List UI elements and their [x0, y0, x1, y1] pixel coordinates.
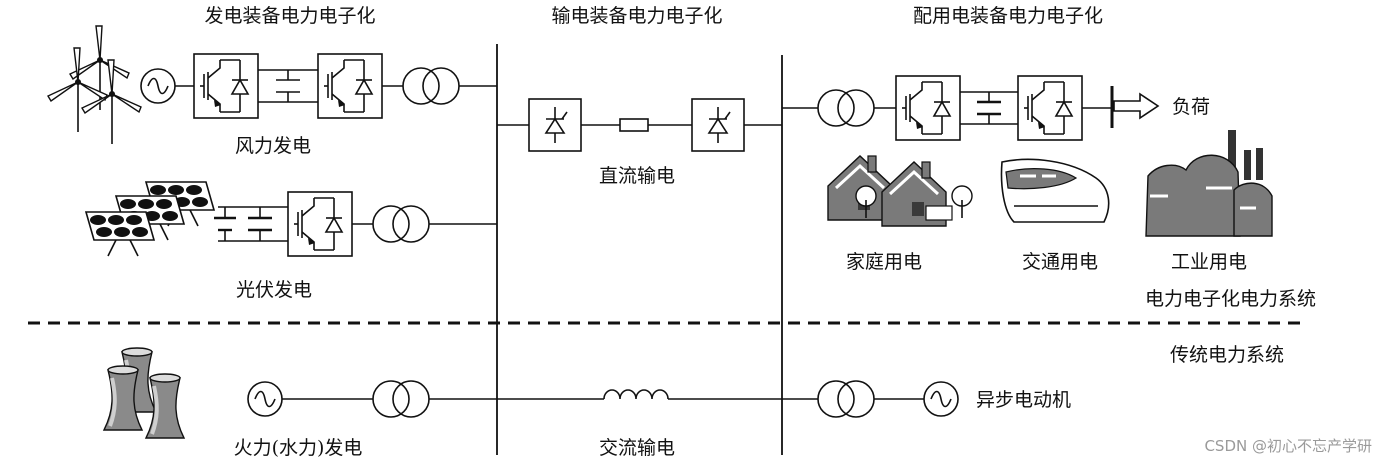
wind-transformer-icon: [402, 67, 460, 105]
label-pv: 光伏发电: [236, 279, 312, 301]
thermal-transformer-icon: [372, 380, 430, 418]
label-async-motor: 异步电动机: [976, 389, 1071, 411]
wind-rectifier-icon: [193, 53, 259, 119]
watermark: CSDN @初心不忘产学研: [1204, 437, 1372, 455]
ac-line-inductor-icon: [603, 389, 669, 400]
label-dc-transmission: 直流输电: [599, 165, 675, 187]
train-icon: [1000, 158, 1110, 223]
cooling-towers-icon: [102, 346, 186, 440]
label-ac-transmission: 交流输电: [599, 437, 675, 459]
motor-transformer-icon: [817, 380, 875, 418]
label-pe-system: 电力电子化电力系统: [1145, 288, 1316, 310]
dc-converter-right-icon: [691, 98, 745, 152]
label-household: 家庭用电: [846, 251, 922, 273]
dc-converter-left-icon: [528, 98, 582, 152]
label-traffic: 交通用电: [1022, 251, 1098, 273]
thermal-ac-source-icon: [247, 381, 283, 417]
solar-panels-icon: [85, 181, 215, 257]
label-wind: 风力发电: [235, 135, 311, 157]
label-traditional-system: 传统电力系统: [1170, 344, 1284, 366]
pv-inverter-icon: [287, 191, 353, 257]
wind-turbines-icon: [47, 25, 142, 145]
factory-icon: [1145, 130, 1273, 237]
wind-inverter-icon: [317, 53, 383, 119]
dist-inverter-icon: [1017, 75, 1083, 141]
dc-line-reactor-icon: [619, 118, 649, 132]
label-load: 负荷: [1172, 96, 1210, 118]
async-motor-icon: [923, 381, 959, 417]
header-generation: 发电装备电力电子化: [204, 5, 375, 27]
label-industry: 工业用电: [1171, 251, 1247, 273]
load-arrow-icon: [1113, 92, 1160, 120]
pv-transformer-icon: [372, 205, 430, 243]
dist-transformer-icon: [817, 89, 875, 127]
household-icon: [826, 154, 973, 228]
label-thermal: 火力(水力)发电: [234, 437, 363, 459]
dist-rectifier-icon: [895, 75, 961, 141]
wind-ac-source-icon: [140, 68, 176, 104]
header-distribution: 配用电装备电力电子化: [913, 5, 1103, 27]
header-transmission: 输电装备电力电子化: [551, 5, 722, 27]
